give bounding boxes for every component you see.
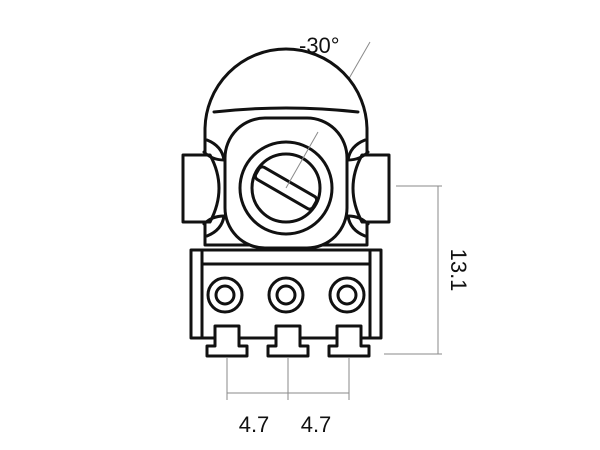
height-label: 13.1 (446, 249, 471, 292)
terminal-hole-left (206, 276, 244, 314)
terminal-hole-middle (267, 276, 305, 314)
terminal-pin-right (327, 324, 371, 358)
rotor-top-band (212, 106, 360, 114)
pitch-left-label: 4.7 (239, 412, 270, 437)
right-mounting-lug (351, 153, 391, 224)
slot-axis-line (285, 131, 319, 189)
pitch-right-label: 4.7 (301, 412, 332, 437)
terminal-pin-middle (266, 324, 310, 358)
right-lower-notch (346, 214, 370, 238)
left-mounting-lug (181, 153, 221, 224)
terminal-hole-right (328, 276, 366, 314)
terminal-pin-left (205, 324, 249, 358)
left-lower-notch (202, 214, 226, 238)
